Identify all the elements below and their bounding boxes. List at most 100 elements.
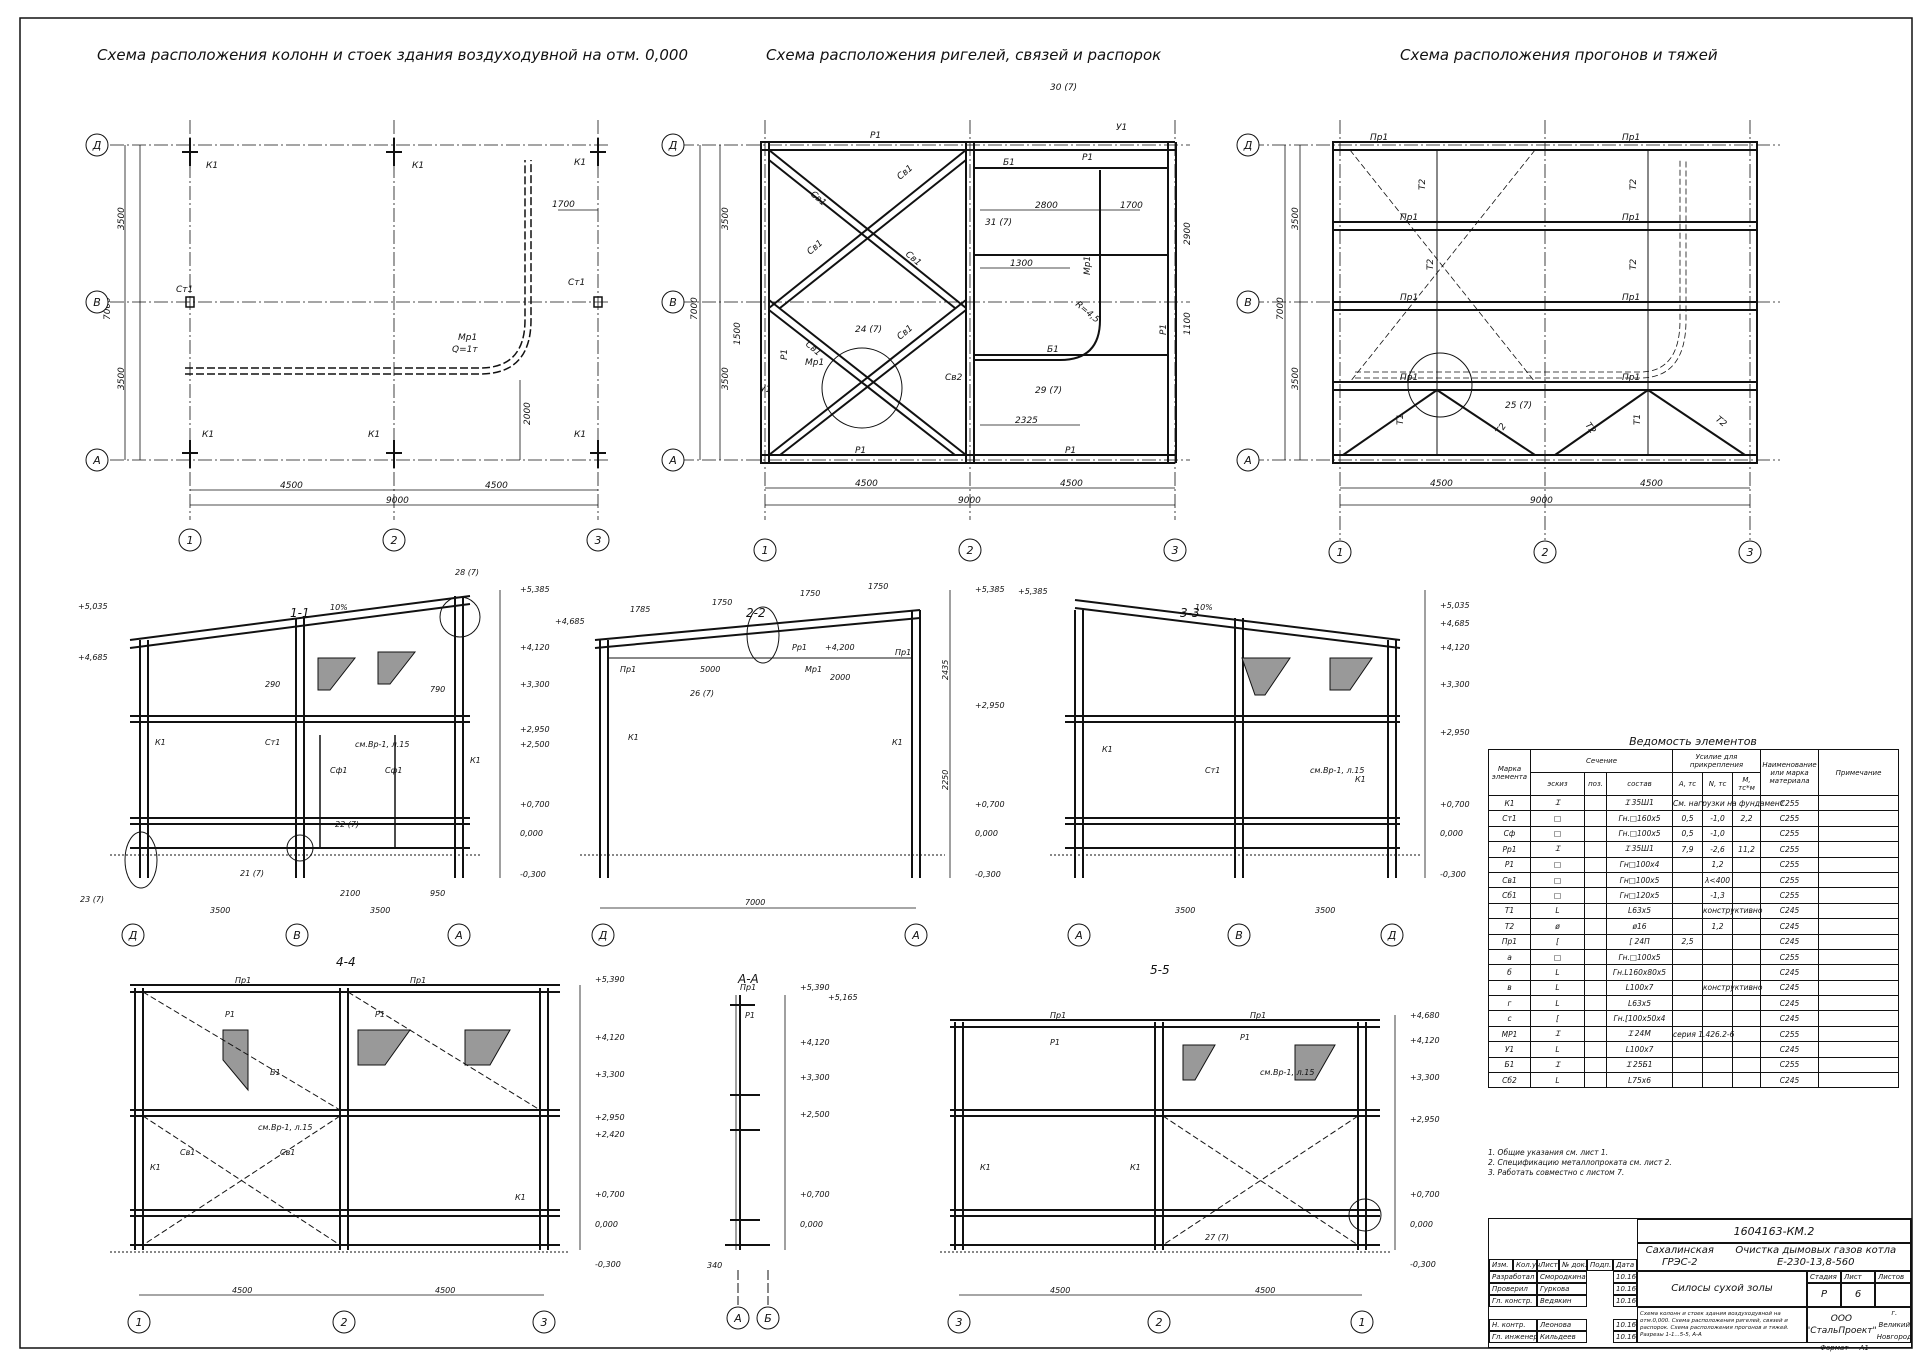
cell-sketch: L bbox=[1530, 964, 1585, 981]
cell-note bbox=[1818, 1010, 1900, 1027]
p2-sv1-e: Св1 bbox=[803, 340, 823, 359]
p2-ref31: 31 (7) bbox=[985, 218, 1012, 228]
cell-comp: L100х7 bbox=[1605, 1041, 1674, 1058]
s22-pr1-b: Пр1 bbox=[895, 648, 911, 657]
cell-sketch: L bbox=[1530, 995, 1585, 1012]
cell-n: -1,0 bbox=[1702, 810, 1734, 827]
cell-a bbox=[1672, 856, 1704, 873]
cell-a bbox=[1672, 995, 1704, 1012]
p1-k1-f: К1 bbox=[574, 430, 586, 440]
cell-sketch: L bbox=[1530, 1041, 1585, 1058]
p2-r1-top: Р1 bbox=[870, 131, 881, 141]
cell-pos bbox=[1584, 841, 1607, 858]
cell-note bbox=[1818, 933, 1900, 950]
cell-sketch: Ɪ bbox=[1530, 1056, 1585, 1074]
cell-mark: Сб2 bbox=[1488, 1072, 1531, 1089]
p1-k1-b: К1 bbox=[412, 161, 424, 171]
p3-t2-b: Т2 bbox=[1629, 259, 1639, 270]
cell-mat: С245 bbox=[1760, 964, 1820, 981]
p2-d2325: 2325 bbox=[1015, 416, 1038, 426]
s11-sf1-b: Сф1 bbox=[385, 766, 403, 775]
s55-pr1-a: Пр1 bbox=[1050, 1011, 1066, 1020]
p2-b1-b: Б1 bbox=[1047, 345, 1059, 355]
cell-n bbox=[1702, 995, 1734, 1012]
cell-note bbox=[1818, 794, 1900, 812]
section-2-2 bbox=[580, 590, 951, 909]
project-name: Сахалинская ГРЭС-2 bbox=[1645, 1245, 1714, 1268]
cell-pos bbox=[1584, 918, 1607, 935]
name-chk: Гуркова bbox=[1537, 1283, 1587, 1295]
cell-pos bbox=[1584, 856, 1607, 873]
p1-dim-2000: 2000 bbox=[523, 402, 533, 425]
p2-d3500a: 3500 bbox=[721, 207, 731, 230]
p3-d4500b: 4500 bbox=[1640, 479, 1663, 489]
cell-m bbox=[1732, 825, 1762, 843]
section-5-5-title: 5-5 bbox=[1150, 963, 1170, 977]
s55-l3300: +3,300 bbox=[1410, 1073, 1440, 1082]
p1-axis-d: Д bbox=[92, 139, 102, 152]
cell-a bbox=[1672, 979, 1704, 997]
cell-comp: Гн.[100х50х4 bbox=[1605, 1010, 1674, 1027]
p3-t2-c: Т2 bbox=[1418, 179, 1428, 190]
hdr-comp: состав bbox=[1605, 772, 1674, 796]
s22-d7000: 7000 bbox=[745, 898, 765, 907]
p3-axis-2: 2 bbox=[1542, 546, 1549, 559]
p2-r45: R=4,5 bbox=[1073, 300, 1101, 326]
s55-l0700: +0,700 bbox=[1410, 1190, 1440, 1199]
s22-d1750a: 1750 bbox=[712, 598, 732, 607]
s22-ref26: 26 (7) bbox=[690, 689, 714, 698]
col-doc: № док. bbox=[1559, 1259, 1587, 1271]
s55-k1-b: К1 bbox=[1130, 1163, 1141, 1172]
s55-d4500a: 4500 bbox=[1050, 1286, 1070, 1295]
cell-pos bbox=[1584, 887, 1607, 904]
s22-l4685: +4,685 bbox=[555, 617, 585, 626]
cell-n: -1,3 bbox=[1702, 887, 1734, 904]
saa-p1: Р1 bbox=[745, 1011, 755, 1020]
hdr-force: Усилие для прикрепления bbox=[1672, 749, 1762, 773]
cell-m bbox=[1732, 1025, 1762, 1043]
s11-l2950: +2,950 bbox=[520, 725, 550, 734]
cell-sketch: Ɪ bbox=[1530, 841, 1585, 858]
p2-axis-2: 2 bbox=[967, 544, 974, 557]
cell-m bbox=[1732, 964, 1762, 981]
p2-axis-3: 3 bbox=[1172, 544, 1179, 557]
s44-sv1-a: Св1 bbox=[180, 1148, 195, 1157]
date-dev: 10.16 bbox=[1613, 1271, 1637, 1283]
cell-a: 2,5 bbox=[1672, 933, 1704, 950]
cell-mark: Сб1 bbox=[1488, 887, 1531, 904]
cell-note bbox=[1818, 856, 1900, 873]
s22-d1785: 1785 bbox=[630, 605, 650, 614]
cell-pos bbox=[1584, 933, 1607, 950]
cell-m bbox=[1732, 871, 1762, 889]
role-chief: Гл. констр. bbox=[1489, 1295, 1537, 1307]
p3-axis-d: Д bbox=[1243, 139, 1253, 152]
cell-sketch: L bbox=[1530, 979, 1585, 997]
col-date: Дата bbox=[1613, 1259, 1637, 1271]
cell-note bbox=[1818, 902, 1900, 920]
sheet-value: 6 bbox=[1841, 1283, 1875, 1307]
s11-l0700: +0,700 bbox=[520, 800, 550, 809]
p2-d4500a: 4500 bbox=[855, 479, 878, 489]
cell-sketch: □ bbox=[1530, 948, 1585, 966]
p3-pr1-g: Пр1 bbox=[1400, 373, 1418, 383]
col-list: Лист bbox=[1537, 1259, 1559, 1271]
saa-l0000: 0,000 bbox=[800, 1220, 823, 1229]
general-notes: 1. Общие указания см. лист 1. 2. Специфи… bbox=[1488, 1148, 1672, 1178]
s11-d3500b: 3500 bbox=[370, 906, 390, 915]
s44-l5390: +5,390 bbox=[595, 975, 625, 984]
cell-pos bbox=[1584, 1056, 1607, 1074]
cell-mat: С255 bbox=[1760, 810, 1820, 827]
cell-a: См. нагрузки на фундамент bbox=[1672, 794, 1784, 812]
cell-mat: С255 bbox=[1760, 1056, 1820, 1074]
cell-mark: г bbox=[1488, 995, 1531, 1012]
cell-pos bbox=[1584, 964, 1607, 981]
cell-note bbox=[1818, 964, 1900, 981]
p2-u1-a: У1 bbox=[1116, 123, 1127, 133]
s33-lm0300: -0,300 bbox=[1440, 870, 1466, 879]
